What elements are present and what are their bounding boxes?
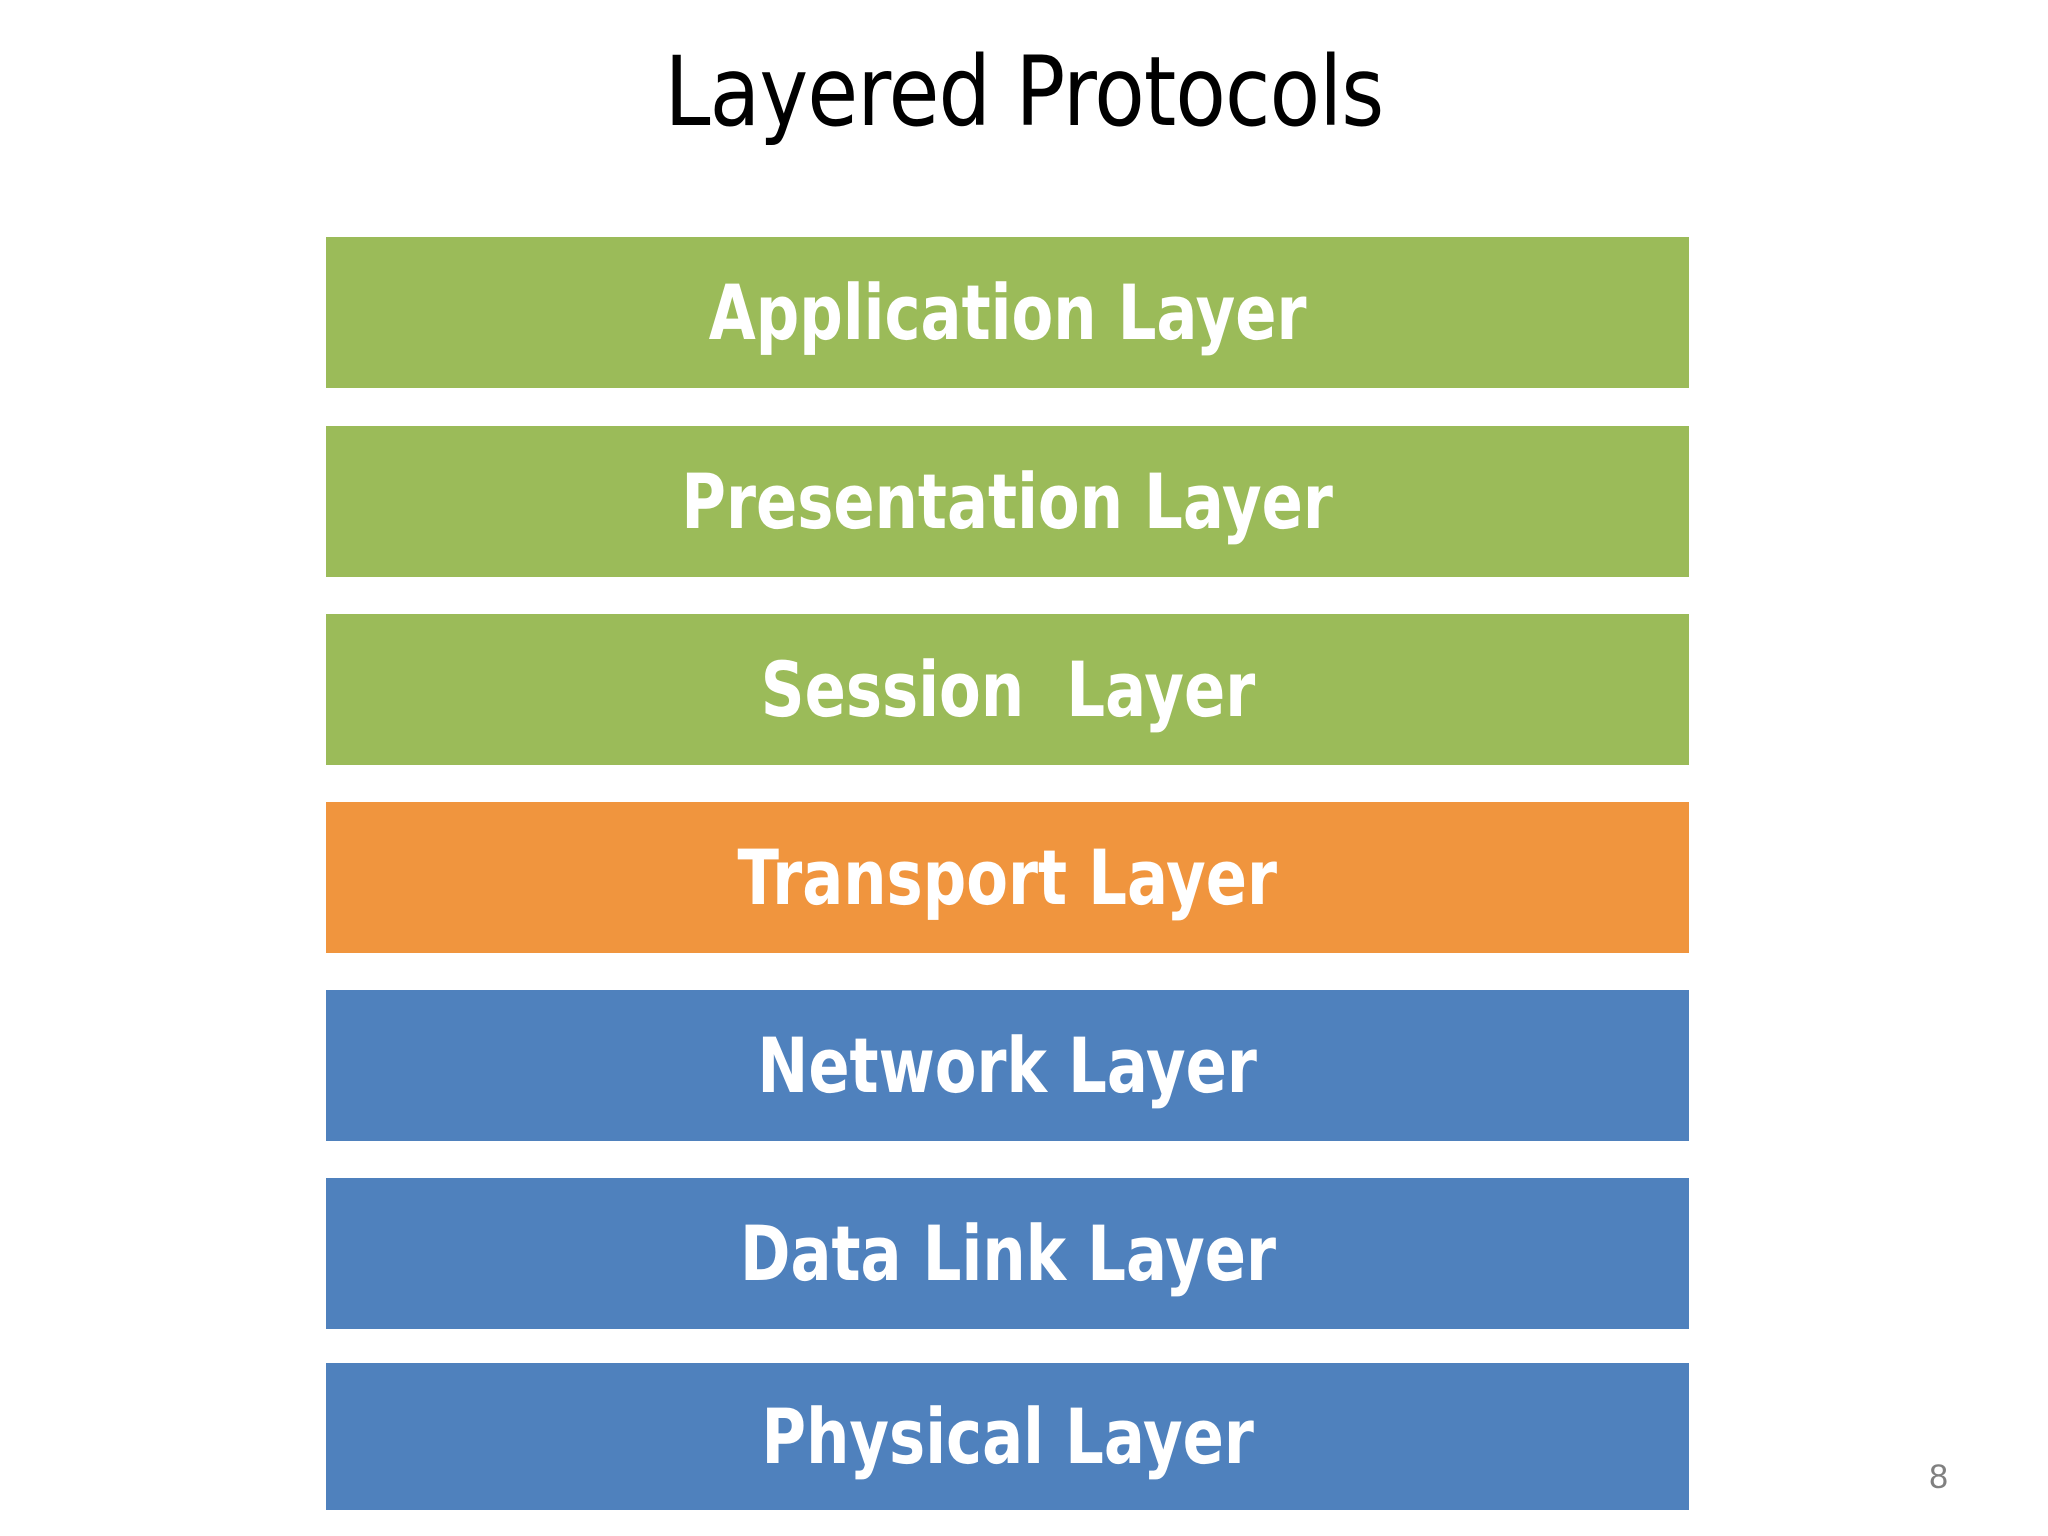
layer-bar-application[interactable]: Application Layer xyxy=(326,237,1689,388)
layer-bar-physical[interactable]: Physical Layer xyxy=(326,1363,1689,1510)
layer-label-network: Network Layer xyxy=(757,1020,1258,1110)
layer-label-session: Session Layer xyxy=(760,644,1255,734)
layer-label-data-link: Data Link Layer xyxy=(739,1208,1276,1298)
layer-bar-presentation[interactable]: Presentation Layer xyxy=(326,426,1689,577)
layer-bar-session[interactable]: Session Layer xyxy=(326,614,1689,765)
layer-label-presentation: Presentation Layer xyxy=(681,456,1334,546)
layer-bar-data-link[interactable]: Data Link Layer xyxy=(326,1178,1689,1329)
layer-bar-network[interactable]: Network Layer xyxy=(326,990,1689,1141)
slide-page-number: 8 xyxy=(1929,1458,1948,1496)
layer-label-transport: Transport Layer xyxy=(737,832,1278,922)
layer-bar-transport[interactable]: Transport Layer xyxy=(326,802,1689,953)
osi-layer-stack: Application Layer Presentation Layer Ses… xyxy=(326,237,1689,1510)
layer-label-application: Application Layer xyxy=(708,267,1307,357)
page-title: Layered Protocols xyxy=(664,36,1385,148)
layer-label-physical: Physical Layer xyxy=(761,1391,1254,1481)
